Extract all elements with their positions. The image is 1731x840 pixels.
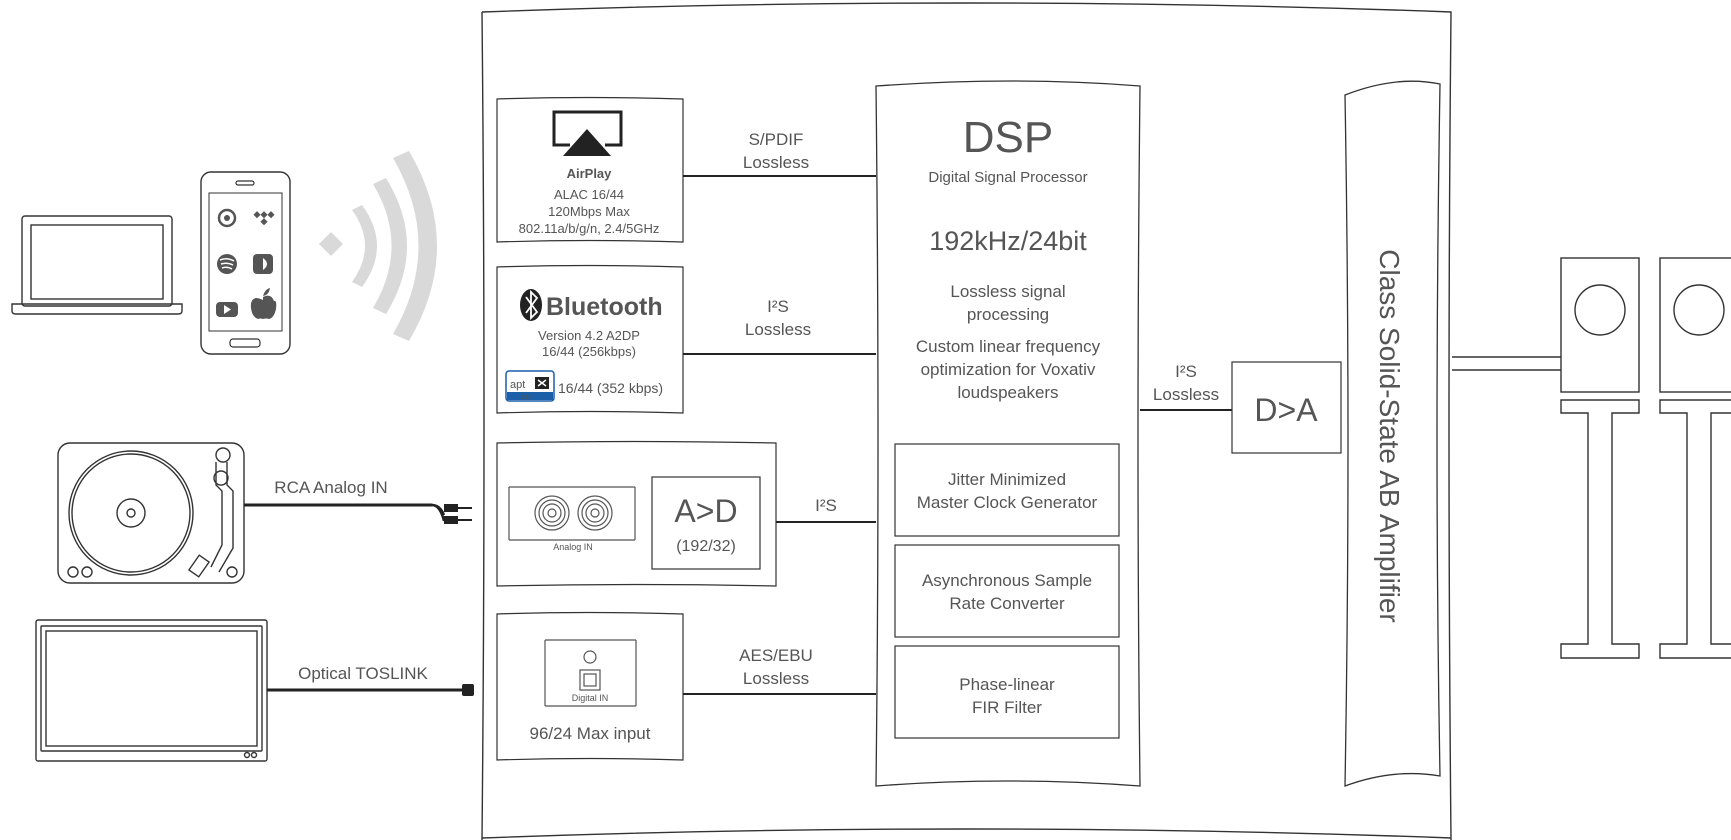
- jitter-line-1: Jitter Minimized: [948, 470, 1066, 489]
- bluetooth-link-format: I²S: [767, 297, 789, 316]
- async-src-box: [894, 544, 1120, 638]
- airplay-link-quality: Lossless: [743, 153, 809, 172]
- fir-line-1: Phase-linear: [959, 675, 1055, 694]
- dsp-custom-line-1: Custom linear frequency: [916, 337, 1101, 356]
- csr-text: csr: [521, 394, 532, 401]
- dac-link-quality: Lossless: [1153, 385, 1219, 404]
- speaker-right-icon: [1659, 257, 1731, 659]
- digital-in-panel-label: Digital IN: [572, 693, 609, 703]
- aptx-logo: apt csr: [505, 370, 555, 402]
- qobuz-app-icon: [217, 208, 237, 228]
- optical-port-icon: [579, 669, 601, 691]
- airplay-wifi: 802.11a/b/g/n, 2.4/5GHz: [519, 221, 660, 236]
- adc-title: A>D: [674, 493, 737, 529]
- airplay-icon: [552, 110, 623, 156]
- optical-toslink-cable: [267, 684, 474, 696]
- dsp-title: DSP: [963, 113, 1053, 162]
- bluetooth-title: Bluetooth: [546, 293, 663, 321]
- smartphone-icon: [200, 171, 291, 355]
- async-line-2: Rate Converter: [949, 594, 1065, 613]
- fir-line-2: FIR Filter: [972, 698, 1042, 717]
- bluetooth-version: Version 4.2 A2DP: [538, 328, 640, 343]
- spotify-app-icon: [217, 254, 237, 274]
- main-unit-enclosure: [481, 2, 1452, 840]
- amplifier-block: [1344, 80, 1441, 787]
- dsp-block: DSP Digital Signal Processor 192kHz/24bi…: [875, 80, 1141, 787]
- bluetooth-icon: [520, 289, 542, 321]
- analog-input-module: Analog IN A>D (192/32): [496, 440, 777, 587]
- async-line-1: Asynchronous Sample: [922, 571, 1092, 590]
- digital-link-quality: Lossless: [743, 669, 809, 688]
- rca-jack-right-icon: [577, 495, 613, 531]
- dac-title: D>A: [1254, 392, 1318, 428]
- fir-filter-box: [894, 645, 1120, 739]
- deezer-app-icon: [253, 254, 273, 274]
- speaker-left-icon: [1560, 257, 1640, 659]
- airplay-module: AirPlay ALAC 16/44 120Mbps Max 802.11a/b…: [496, 96, 684, 243]
- airplay-title: AirPlay: [567, 166, 613, 181]
- dsp-lossless-line-1: Lossless signal: [950, 282, 1065, 301]
- tidal-app-icon: [253, 211, 275, 226]
- bluetooth-codec: 16/44 (256kbps): [542, 344, 636, 359]
- airplay-link-format: S/PDIF: [749, 130, 804, 149]
- digital-link-format: AES/EBU: [739, 646, 813, 665]
- dac-link-format: I²S: [1175, 362, 1197, 381]
- youtube-app-icon: [216, 302, 238, 317]
- turntable-icon: [57, 442, 245, 584]
- aptx-text: apt: [510, 379, 525, 391]
- analog-input-panel: [508, 486, 636, 541]
- optical-toslink-label: Optical TOSLINK: [298, 664, 428, 683]
- airplay-codec: ALAC 16/44: [554, 187, 624, 202]
- rca-analog-in-label: RCA Analog IN: [274, 478, 387, 497]
- dsp-custom-line-3: loudspeakers: [957, 383, 1058, 402]
- digital-input-panel: [544, 639, 637, 707]
- dsp-subtitle: Digital Signal Processor: [928, 169, 1087, 186]
- dsp-custom-line-2: optimization for Voxativ: [921, 360, 1096, 379]
- bluetooth-module: Bluetooth Version 4.2 A2DP 16/44 (256kbp…: [496, 264, 684, 414]
- analog-link-format: I²S: [815, 496, 837, 515]
- jitter-clock-box: [894, 443, 1120, 537]
- speaker-cable: [1452, 356, 1561, 371]
- rca-jack-left-icon: [534, 495, 570, 531]
- rca-cable: [244, 503, 472, 524]
- bluetooth-link-quality: Lossless: [745, 320, 811, 339]
- amplifier-label: Class Solid-State AB Amplifier: [1374, 249, 1405, 623]
- dsp-lossless-line-2: processing: [967, 305, 1049, 324]
- dac-box: [1231, 361, 1342, 454]
- jitter-line-2: Master Clock Generator: [917, 493, 1098, 512]
- airplay-bandwidth: 120Mbps Max: [548, 204, 630, 219]
- wireless-signal-icon: [319, 151, 437, 341]
- optical-led-icon: [583, 650, 597, 664]
- tv-monitor-icon: [35, 619, 268, 762]
- analog-in-panel-label: Analog IN: [553, 542, 593, 552]
- digital-max-input: 96/24 Max input: [530, 724, 651, 743]
- adc-box: [651, 476, 761, 570]
- dsp-sample-rate: 192kHz/24bit: [929, 226, 1087, 256]
- laptop-icon: [11, 215, 183, 315]
- aptx-spec: 16/44 (352 kbps): [558, 380, 663, 396]
- adc-spec: (192/32): [676, 538, 736, 555]
- apple-app-icon: [250, 288, 277, 319]
- digital-input-module: Digital IN 96/24 Max input: [496, 611, 684, 761]
